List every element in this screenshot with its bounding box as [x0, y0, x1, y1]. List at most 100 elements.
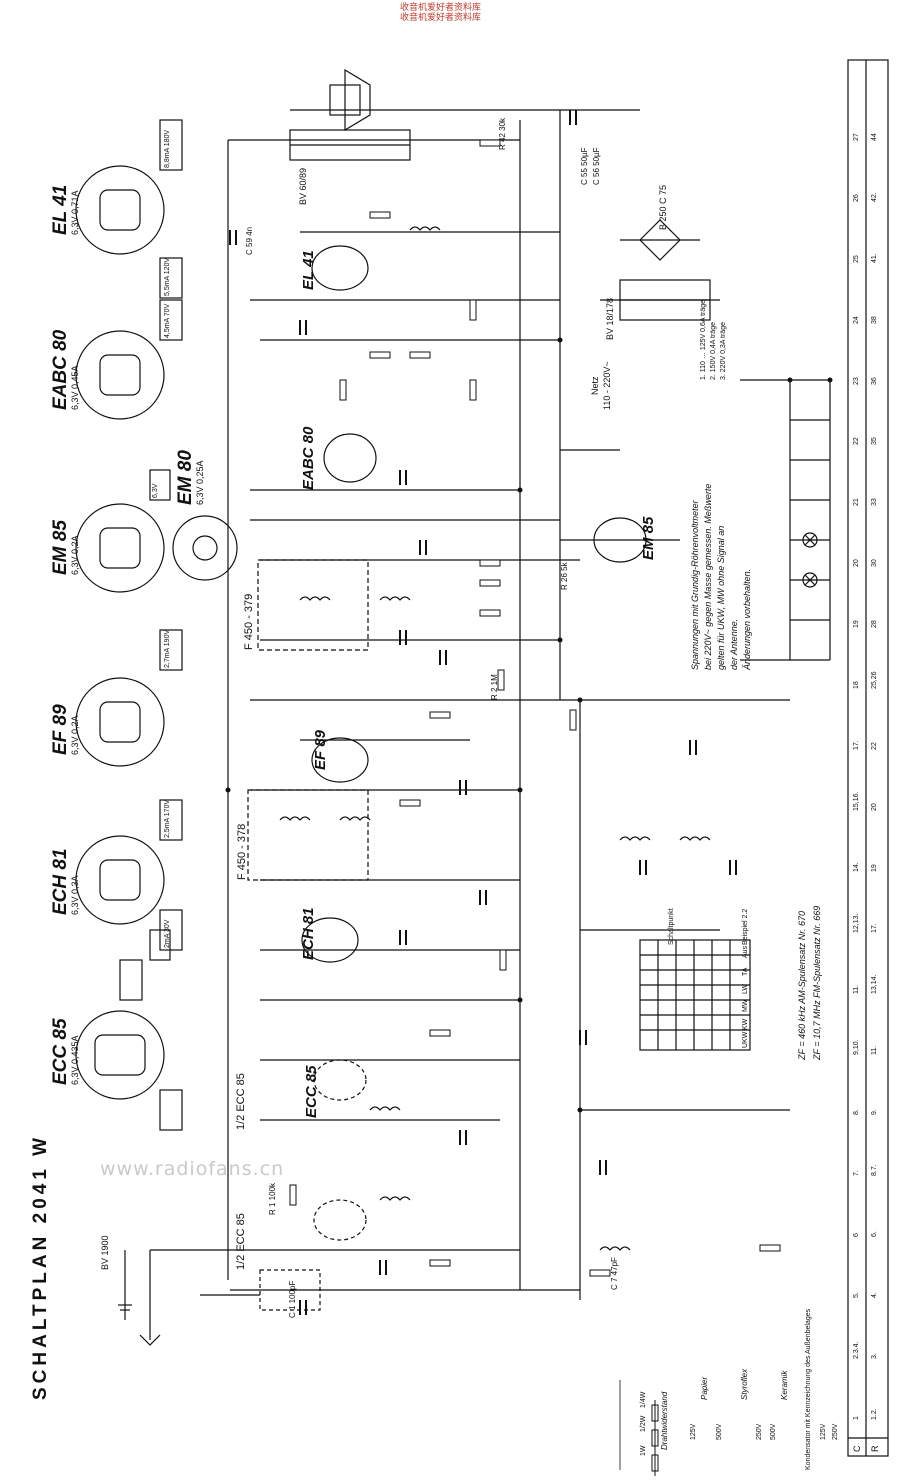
tube-spec-em80: 6,3V 0,25A	[195, 460, 205, 505]
table-cell-r: 19	[871, 864, 878, 872]
rectifier-bridge	[639, 219, 681, 261]
switch-col: UKW	[742, 1031, 749, 1048]
table-cell-c: 25	[853, 254, 860, 263]
table-cell-c: 14.	[853, 862, 860, 872]
table-cell-c: 12,13.	[853, 913, 860, 933]
legend-value: 250V	[756, 1423, 763, 1440]
tube-label-ech81: ECH 81	[50, 848, 71, 915]
legend-value: 250V	[832, 1423, 839, 1440]
if-filter-box	[247, 789, 369, 881]
filter-label: F 450 - 379	[243, 593, 255, 650]
legend-value: 1/4W	[640, 1391, 647, 1408]
watermark: 收音机爱好者资料库 收音机爱好者资料库	[400, 3, 481, 23]
table-cell-c: 20	[853, 559, 860, 568]
table-cell-r: 13,14.	[871, 974, 878, 994]
table-cell-c: 18	[853, 681, 860, 690]
schematic-label-ecc85: ECC 85	[303, 1065, 320, 1118]
table-cell-c: 15,16.	[853, 791, 860, 811]
transformer-label: BV 60/89	[298, 167, 308, 205]
table-cell-c: 23	[853, 376, 860, 385]
table-cell-c: 19	[853, 620, 860, 629]
table-cell-c: 22	[853, 437, 860, 446]
reference-table-frame	[847, 59, 889, 1457]
switch-col: Aus	[742, 945, 749, 958]
table-cell-r: 41.	[871, 252, 878, 263]
switch-col: LW	[742, 984, 749, 994]
component-ref: C 1 100pF	[288, 1280, 297, 1318]
voltage-value: 4,5mA 70V	[164, 303, 171, 338]
table-cell-c: 11.	[853, 984, 860, 994]
fuse-note: 2. 150V 0,4A träge	[710, 322, 717, 380]
switch-matrix-label: Beispiel 2.2	[742, 908, 749, 945]
component-ref: R 1 100k	[268, 1182, 277, 1215]
table-cell-c: 17.	[853, 740, 860, 750]
table-cell-c: 26	[853, 194, 860, 202]
legend-value: 500V	[770, 1423, 777, 1440]
table-cell-r: 44	[871, 133, 878, 141]
switch-matrix-label: Schaltpunkt	[668, 908, 675, 945]
legend-item: Drahtwiderstand	[660, 1391, 669, 1450]
switch-col: MW	[742, 999, 749, 1012]
tube-spec-ech81: 6,3V 0,3A	[70, 875, 80, 915]
table-cell-r: 42.	[871, 192, 878, 202]
legend-item: Keramik	[780, 1370, 789, 1400]
tube-label-ef89: EF 89	[50, 704, 71, 755]
table-cell-r: 3.	[871, 1353, 878, 1360]
table-cell-c: 8.	[853, 1109, 860, 1116]
schematic-label-eabc80: EABC 80	[300, 426, 317, 490]
table-cell-r: 36	[871, 376, 878, 385]
rectifier-label: B 250 C 75	[658, 184, 668, 230]
table-cell-r: 11.	[871, 1045, 878, 1055]
fuse-note: 1. 110 … 125V 0,6A träge	[700, 299, 707, 380]
legend-value: 1W	[640, 1445, 647, 1457]
component-ref: C 55 50µF	[580, 147, 589, 185]
measurement-note: gelten für UKW, MW ohne Signal an	[716, 525, 726, 670]
tube-label-em80: EM 80	[175, 450, 196, 505]
schematic-label-ef89: EF 89	[312, 729, 329, 770]
voltage-value: 8,8mA 180V	[164, 129, 171, 168]
table-cell-r: 6.	[871, 1231, 878, 1238]
table-row-label: C	[852, 1445, 862, 1453]
watermark-line: 收音机爱好者资料库	[400, 13, 482, 23]
watermark-line: 收音机爱好者资料库	[400, 3, 482, 13]
switch-col: TA	[742, 967, 749, 976]
zf-note: ZF = 460 kHz AM-Spulensatz Nr. 670	[797, 911, 807, 1060]
table-cell-c: 5.	[853, 1292, 860, 1299]
page-title: SCHALTPLAN 2041 W	[30, 1133, 51, 1400]
table-cell-c: 21	[853, 498, 860, 507]
measurement-note: bei 220V~ gegen Masse gemessen. Meßwerte	[703, 483, 713, 670]
table-cell-r: 22	[871, 742, 878, 750]
table-cell-r: 33	[871, 498, 878, 507]
schematic-label-ech81: ECH 81	[300, 907, 317, 960]
table-cell-c: 2.3.4.	[853, 1341, 860, 1360]
table-cell-r: 8.7.	[871, 1164, 878, 1177]
component-ref: C 7 47pF	[610, 1257, 619, 1290]
component-ref: C 56 50µF	[592, 147, 601, 185]
schematic-label-half-ecc85: 1/2 ECC 85	[235, 1213, 247, 1270]
site-watermark: www.radiofans.cn	[100, 1158, 285, 1180]
tube-pinout-ech81	[75, 835, 165, 925]
tube-spec-el41: 6,3V 0,71A	[70, 190, 80, 235]
filter-label: F 450 - 378	[236, 823, 248, 880]
legend-value: 125V	[820, 1423, 827, 1440]
table-cell-c: 6	[853, 1233, 860, 1238]
table-cell-c: 7.	[853, 1170, 860, 1177]
tube-symbol-ech81	[301, 917, 359, 963]
voltage-value: 2mA 30V	[164, 919, 171, 948]
legend-value: 125V	[690, 1423, 697, 1440]
tube-label-ecc85: ECC 85	[50, 1018, 71, 1085]
tube-label-el41: EL 41	[50, 184, 71, 235]
tube-pinout-eabc80	[75, 330, 165, 420]
table-cell-c: 1	[853, 1416, 860, 1420]
table-cell-r: 1.2.	[871, 1408, 878, 1420]
tube-pinout-el41	[75, 165, 165, 255]
table-cell-r: 9.	[871, 1109, 878, 1116]
component-ref: C 59 4n	[245, 226, 254, 255]
table-cell-r: 30	[871, 559, 878, 568]
voltage-value: 5,5mA 120V	[164, 257, 171, 296]
measurement-note: Spannungen mit Grundig-Röhrenvoltmeter	[690, 500, 700, 670]
tube-label-em85: EM 85	[50, 520, 71, 575]
transformer-label: BV 18/178	[605, 297, 615, 340]
tube-spec-eabc80: 6,3V 0,45A	[70, 365, 80, 410]
